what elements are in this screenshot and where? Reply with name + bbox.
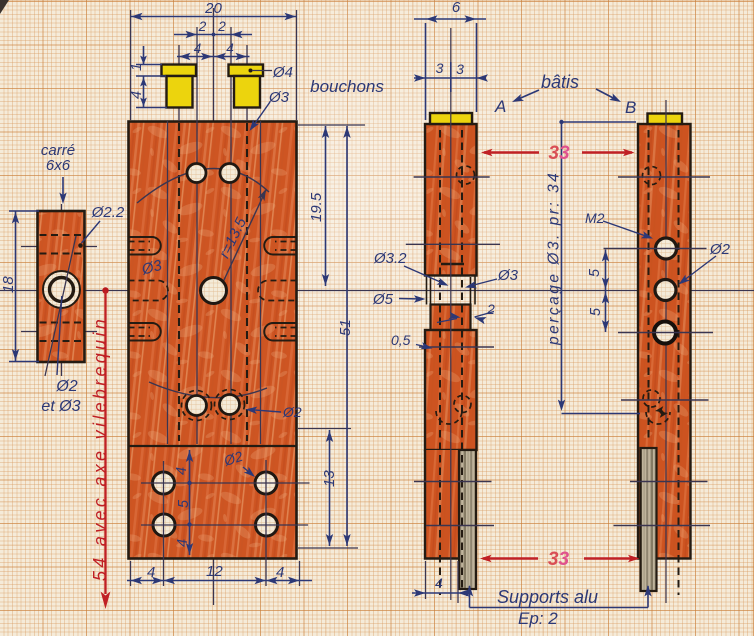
svg-text:19.5: 19.5 bbox=[308, 192, 325, 222]
svg-text:5: 5 bbox=[176, 499, 192, 508]
svg-text:et Ø3: et Ø3 bbox=[41, 398, 80, 415]
svg-text:2: 2 bbox=[198, 19, 207, 34]
svg-text:Supports alu: Supports alu bbox=[497, 587, 598, 607]
svg-text:B: B bbox=[625, 98, 636, 117]
svg-text:18: 18 bbox=[0, 276, 17, 293]
svg-text:4: 4 bbox=[129, 91, 145, 99]
svg-text:12: 12 bbox=[206, 563, 223, 580]
svg-text:Ø2: Ø2 bbox=[282, 404, 302, 420]
svg-text:Ø2: Ø2 bbox=[221, 448, 245, 469]
svg-text:0,5: 0,5 bbox=[391, 332, 411, 348]
svg-text:4: 4 bbox=[276, 564, 284, 581]
svg-text:carré: carré bbox=[41, 142, 75, 159]
svg-text:bouchons: bouchons bbox=[310, 77, 384, 96]
svg-text:54 avec axe vilebrequin: 54 avec axe vilebrequin bbox=[90, 316, 110, 581]
svg-text:4: 4 bbox=[194, 41, 202, 56]
svg-text:4: 4 bbox=[147, 564, 155, 581]
svg-text:Ø2: Ø2 bbox=[709, 241, 731, 258]
svg-text:Ø2.2: Ø2.2 bbox=[91, 204, 125, 221]
svg-text:5: 5 bbox=[587, 268, 603, 277]
svg-text:Ø5: Ø5 bbox=[372, 291, 394, 308]
svg-text:Ø3: Ø3 bbox=[268, 89, 290, 106]
svg-text:5: 5 bbox=[588, 307, 604, 316]
svg-text:Ø2: Ø2 bbox=[55, 378, 77, 395]
svg-text:13: 13 bbox=[321, 470, 338, 487]
svg-text:4: 4 bbox=[435, 575, 443, 591]
svg-text:2: 2 bbox=[486, 301, 495, 317]
svg-text:perçage Ø3. pr: 34: perçage Ø3. pr: 34 bbox=[546, 171, 563, 346]
svg-text:Ø4: Ø4 bbox=[272, 64, 293, 81]
svg-text:A: A bbox=[494, 97, 506, 116]
svg-text:1: 1 bbox=[129, 63, 145, 71]
svg-text:6: 6 bbox=[452, 0, 461, 16]
svg-text:4: 4 bbox=[226, 41, 234, 56]
svg-text:Ø3.2: Ø3.2 bbox=[373, 250, 407, 267]
svg-text:6x6: 6x6 bbox=[46, 157, 71, 174]
svg-text:3: 3 bbox=[436, 60, 444, 76]
svg-text:Ø3: Ø3 bbox=[497, 267, 519, 284]
svg-text:Ep: 2: Ep: 2 bbox=[518, 609, 558, 628]
svg-text:33: 33 bbox=[548, 549, 570, 570]
svg-text:Ø3: Ø3 bbox=[139, 257, 164, 279]
svg-text:20: 20 bbox=[204, 0, 222, 17]
svg-text:2: 2 bbox=[217, 19, 226, 34]
svg-text:3: 3 bbox=[456, 61, 464, 77]
svg-text:51: 51 bbox=[337, 319, 354, 336]
svg-text:4: 4 bbox=[174, 467, 190, 475]
svg-text:4: 4 bbox=[175, 539, 191, 547]
svg-text:M2: M2 bbox=[585, 210, 605, 226]
svg-text:33: 33 bbox=[548, 143, 570, 164]
svg-text:bâtis: bâtis bbox=[541, 72, 579, 92]
